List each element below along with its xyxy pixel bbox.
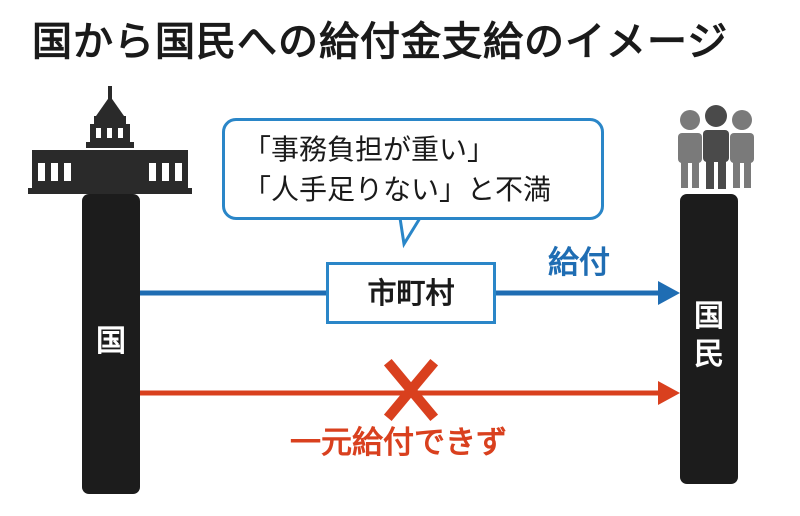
complaint-line-1: 「事務負担が重い」 [243,133,496,166]
government-label: 国 [96,324,126,359]
cross-icon [383,358,439,422]
parliament-building-icon [28,86,192,194]
complaint-bubble: 「事務負担が重い」 「人手足りない」と不満 [222,118,604,220]
municipality-label: 市町村 [367,276,455,310]
citizens-label: 国民 [680,298,738,374]
people-icon [678,105,754,189]
failed-label: 一元給付できず [290,425,507,461]
benefit-label: 給付 [548,245,610,281]
citizens-label-text: 国民 [694,299,724,372]
government-pillar: 国 [82,194,140,494]
benefit-arrow [140,281,680,305]
citizens-pillar: 国民 [680,194,738,484]
municipality-box: 市町村 [326,262,496,324]
diagram-title: 国から国民への給付金支給のイメージ [32,19,729,65]
complaint-line-2: 「人手足りない」と不満 [243,173,552,206]
direct-arrow [140,381,680,405]
